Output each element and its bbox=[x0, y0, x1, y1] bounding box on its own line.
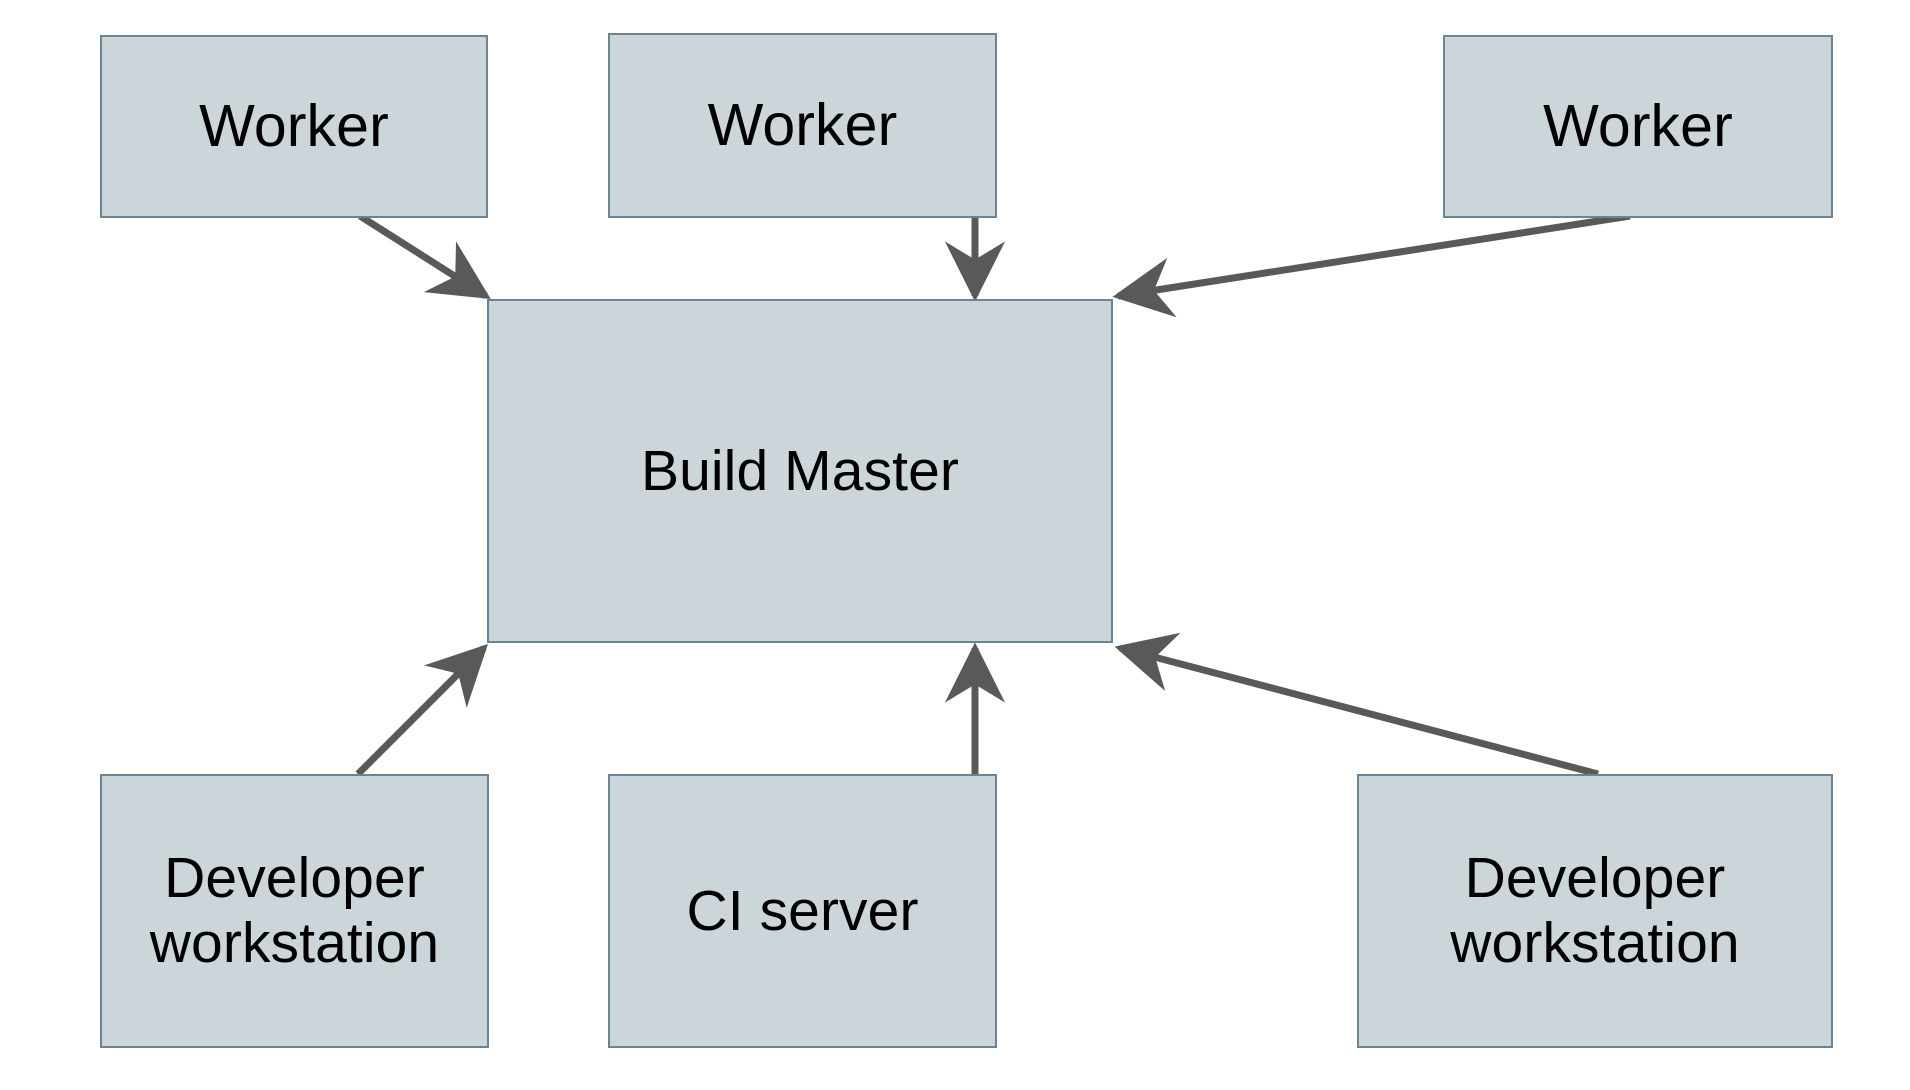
node-developer-workstation-right[interactable]: Developer workstation bbox=[1357, 774, 1833, 1048]
node-build-master[interactable]: Build Master bbox=[487, 299, 1113, 643]
node-ci-server-label: CI server bbox=[686, 878, 919, 943]
node-developer-workstation-left-label: Developer workstation bbox=[149, 846, 440, 975]
node-developer-workstation-right-label: Developer workstation bbox=[1450, 846, 1740, 975]
node-worker-1-label: Worker bbox=[199, 92, 389, 159]
node-worker-2-label: Worker bbox=[707, 91, 898, 158]
node-worker-3-label: Worker bbox=[1543, 92, 1733, 159]
edge-dev-ws-right-to-build-master bbox=[1114, 632, 1599, 778]
edge-dev-ws-left-to-build-master bbox=[355, 644, 488, 777]
node-worker-2[interactable]: Worker bbox=[608, 33, 997, 218]
edge-worker-3-to-build-master bbox=[1112, 212, 1631, 318]
node-worker-1[interactable]: Worker bbox=[100, 35, 488, 218]
edge-worker-1-to-build-master bbox=[358, 213, 491, 300]
node-developer-workstation-left[interactable]: Developer workstation bbox=[100, 774, 489, 1048]
node-build-master-label: Build Master bbox=[641, 438, 959, 503]
node-worker-3[interactable]: Worker bbox=[1443, 35, 1833, 218]
node-ci-server[interactable]: CI server bbox=[608, 774, 997, 1048]
